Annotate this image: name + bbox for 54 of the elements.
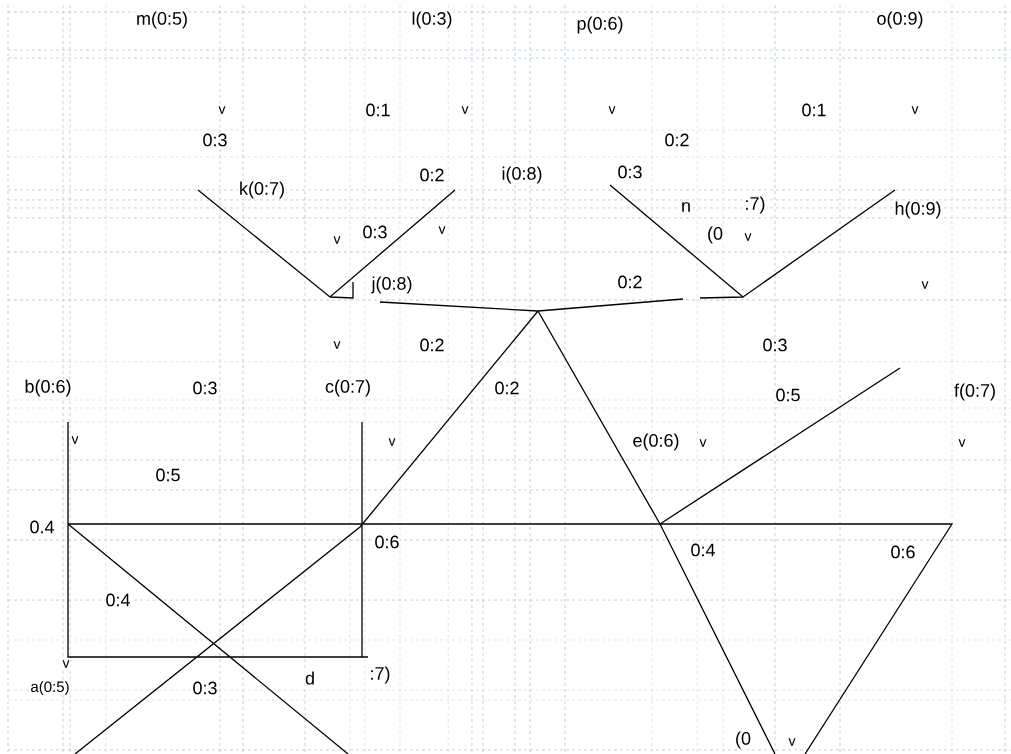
graph-label: 0:1 <box>801 103 827 117</box>
graph-label: 0:3 <box>617 165 643 179</box>
graph-label: e(0:6) <box>632 433 680 451</box>
graph-label: i(0:8) <box>501 166 543 184</box>
graph-label: v <box>333 235 341 245</box>
graph-label: v <box>62 659 70 669</box>
graph-label: v <box>788 737 796 747</box>
graph-label: v <box>218 105 226 115</box>
graph-label: d <box>304 670 316 686</box>
graph-label: 0:4 <box>105 593 131 607</box>
graph-label: v <box>921 280 929 290</box>
graph-label: 0:2 <box>617 275 643 289</box>
graph-label: m(0:5) <box>135 11 189 29</box>
graph-label: n <box>680 201 692 213</box>
graph-label: v <box>333 340 341 350</box>
graph-label: v <box>71 435 79 445</box>
graph-label: 0:2 <box>419 168 445 182</box>
graph-label: l(0:3) <box>411 11 453 29</box>
graph-label: 0:1 <box>365 103 391 117</box>
graph-label: v <box>388 437 396 447</box>
graph-label: j(0:8) <box>371 276 413 294</box>
graph-label: (0 <box>734 731 752 749</box>
graph-label: h(0:9) <box>894 201 942 219</box>
graph-label: o(0:9) <box>876 11 924 29</box>
graph-label: v <box>911 105 919 115</box>
graph-label: 0:6 <box>890 545 916 559</box>
graph-label: 0:5 <box>775 388 801 402</box>
graph-label: :7) <box>744 196 766 214</box>
graph-label: a(0:5) <box>29 680 71 696</box>
graph-label: 0:6 <box>374 535 400 549</box>
graph-label: 0:2 <box>419 338 445 352</box>
graph-label: p(0:6) <box>576 16 624 34</box>
graph-label: 0:3 <box>362 225 388 239</box>
graph-label: :7) <box>369 666 391 684</box>
graph-label: 0:2 <box>494 381 520 395</box>
graph-label: (0 <box>706 226 724 244</box>
graph-label: 0:3 <box>192 681 218 695</box>
graph-label: 0:3 <box>202 133 228 147</box>
graph-label: b(0:6) <box>24 379 72 397</box>
graph-label: c(0:7) <box>324 379 372 397</box>
graph-label: v <box>608 105 616 115</box>
graph-label: 0:4 <box>690 543 716 557</box>
graph-label: v <box>699 438 707 448</box>
graph-label: v <box>438 225 446 235</box>
graph-label: v <box>744 232 752 242</box>
graph-label: f(0:7) <box>953 383 997 401</box>
graph-label: k(0:7) <box>238 181 286 199</box>
graph-label: 0:2 <box>664 133 690 147</box>
graph-label: v <box>958 438 966 448</box>
graph-label: 0:3 <box>192 381 218 395</box>
graph-label: 0:5 <box>155 468 181 482</box>
graph-label: 0:3 <box>762 338 788 352</box>
graph-label: v <box>461 105 469 115</box>
graph-label: 0.4 <box>29 520 55 534</box>
